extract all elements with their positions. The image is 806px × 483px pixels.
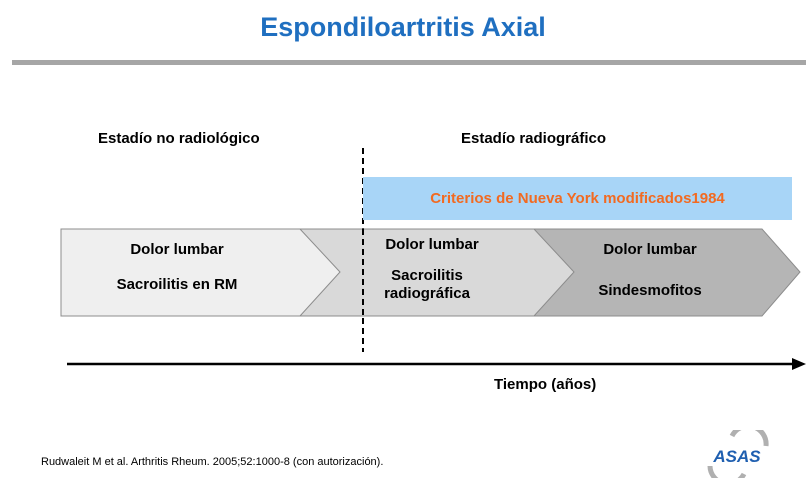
stage-radiographic-label: Estadío radiográfico: [461, 130, 607, 147]
arrow-3-line-2: Sindesmofitos: [598, 282, 702, 299]
arrow-2-line-2: Sacroilitis radiográfica: [384, 267, 470, 302]
arrow-3-line-1: Dolor lumbar: [603, 241, 697, 258]
arrow-1-line-2: Sacroilitis en RM: [116, 276, 238, 293]
time-axis-arrowhead: [792, 358, 806, 370]
title-divider: [12, 60, 806, 65]
criteria-banner: Criterios de Nueva York modificados1984: [363, 177, 792, 220]
arrow-2-line-1: Dolor lumbar: [385, 236, 479, 253]
stage-non-radiologic-label: Estadío no radiológico: [98, 130, 260, 147]
time-axis-label: Tiempo (años): [494, 376, 597, 393]
arrow-1-line-1: Dolor lumbar: [130, 241, 224, 258]
asas-logo-text: ASAS: [712, 447, 761, 466]
asas-logo: ASAS: [707, 430, 769, 478]
citation: Rudwaleit M et al. Arthritis Rheum. 2005…: [41, 456, 384, 468]
criteria-label: Criterios de Nueva York modificados1984: [430, 190, 725, 207]
slide-title: Espondiloartritis Axial: [260, 12, 546, 42]
stage-arrow-1: [60, 228, 341, 317]
